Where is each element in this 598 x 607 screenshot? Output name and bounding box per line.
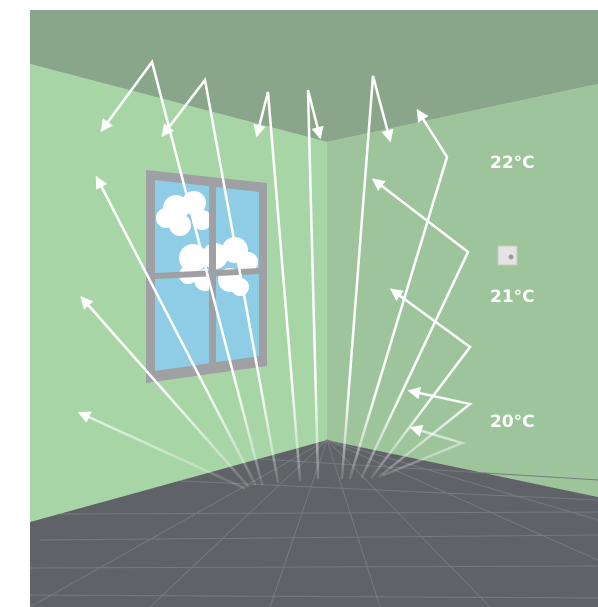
temperature-label-21: 21°C: [490, 287, 535, 307]
thermostat-icon: [498, 246, 517, 265]
temperature-label-22: 22°C: [490, 153, 535, 173]
temperature-label-20: 20°C: [490, 412, 535, 432]
window-icon: [146, 170, 267, 383]
